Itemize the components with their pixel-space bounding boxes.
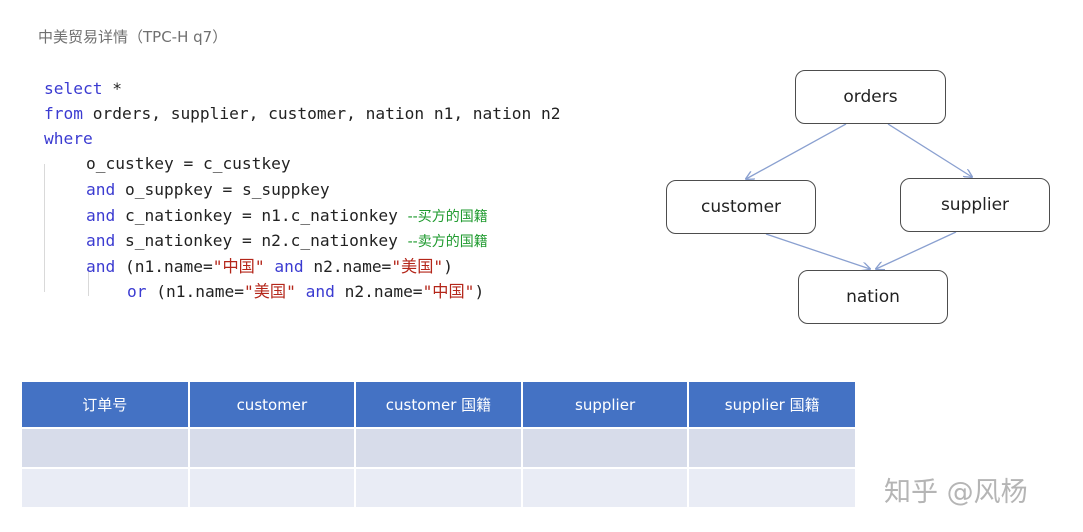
code-line-where: where: [44, 126, 93, 152]
code-text: c_nationkey = n1.c_nationkey: [115, 206, 408, 225]
code-comment: --买方的国籍: [407, 209, 488, 225]
header-customer: customer: [188, 382, 357, 429]
table-cell: [355, 468, 523, 509]
result-table: 订单号 customer customer 国籍 supplier suppli…: [22, 382, 855, 509]
table-cell: [22, 428, 190, 469]
code-text: s_nationkey = n2.c_nationkey: [115, 231, 408, 250]
edge-supplier-nation: [876, 231, 957, 269]
table-cell: [688, 468, 855, 509]
table-cell: [188, 468, 357, 509]
indent-guide: [44, 164, 45, 292]
sql-code-block: select * from orders, supplier, customer…: [44, 76, 634, 306]
keyword-from: from: [44, 104, 83, 123]
table-cell: [521, 428, 690, 469]
diagram-edges: [660, 123, 1060, 332]
header-order-id: 订单号: [22, 382, 190, 429]
table-cell: [355, 428, 523, 469]
code-line-custkey: o_custkey = c_custkey: [86, 151, 291, 177]
code-line-suppkey: and o_suppkey = s_suppkey: [86, 177, 330, 203]
code-text: [265, 257, 275, 276]
keyword-select: select: [44, 79, 103, 98]
string-literal: "中国": [422, 282, 475, 301]
code-text: o_custkey = c_custkey: [86, 154, 291, 173]
indent-guide: [88, 266, 89, 296]
string-literal: "美国": [243, 282, 296, 301]
code-text: n2.name=: [334, 282, 423, 301]
code-text: n2.name=: [303, 257, 392, 276]
keyword-and: and: [86, 180, 116, 199]
header-supplier: supplier: [521, 382, 690, 429]
keyword-and: and: [86, 257, 116, 276]
code-comment: --卖方的国籍: [407, 234, 488, 250]
join-diagram: orders customer supplier nation: [660, 64, 1060, 332]
watermark: 知乎 @风杨: [884, 477, 1028, 508]
header-customer-nationality: customer 国籍: [355, 382, 523, 429]
header-supplier-nationality: supplier 国籍: [688, 382, 855, 429]
code-line-name-filter-1: and (n1.name="中国" and n2.name="美国"): [86, 254, 453, 280]
keyword-where: where: [44, 129, 93, 148]
edge-orders-customer: [746, 123, 847, 179]
code-line-from: from orders, supplier, customer, nation …: [44, 101, 561, 127]
node-supplier: supplier: [900, 178, 1050, 232]
code-text: ): [443, 257, 453, 276]
code-text: (n1.name=: [146, 282, 244, 301]
code-line-s-nationkey: and s_nationkey = n2.c_nationkey --卖方的国籍: [86, 228, 488, 254]
table-cell: [688, 428, 855, 469]
node-orders: orders: [795, 70, 946, 124]
table-row: [22, 428, 855, 469]
keyword-or: or: [127, 282, 147, 301]
keyword-and: and: [86, 231, 116, 250]
code-text: ): [474, 282, 485, 301]
keyword-and: and: [274, 257, 304, 276]
keyword-and: and: [305, 282, 335, 301]
code-text: *: [102, 79, 122, 98]
table-cell: [22, 468, 190, 509]
code-text: (n1.name=: [115, 257, 213, 276]
table-cell: [188, 428, 357, 469]
code-text: orders, supplier, customer, nation n1, n…: [82, 104, 561, 123]
table-row: [22, 468, 855, 509]
string-literal: "中国": [212, 257, 265, 276]
string-literal: "美国": [391, 257, 444, 276]
table-cell: [521, 468, 690, 509]
code-line-c-nationkey: and c_nationkey = n1.c_nationkey --买方的国籍: [86, 203, 488, 229]
keyword-and: and: [86, 206, 116, 225]
node-nation: nation: [798, 270, 948, 324]
code-text: [296, 282, 306, 301]
code-line-name-filter-2: or (n1.name="美国" and n2.name="中国"): [127, 279, 484, 305]
node-customer: customer: [666, 180, 816, 234]
figure-caption: 中美贸易详情（TPC-H q7）: [38, 28, 228, 46]
table-header-row: 订单号 customer customer 国籍 supplier suppli…: [22, 382, 855, 429]
code-text: o_suppkey = s_suppkey: [115, 180, 330, 199]
edge-customer-nation: [765, 233, 870, 269]
edge-orders-supplier: [887, 123, 972, 177]
code-line-select: select *: [44, 76, 122, 102]
